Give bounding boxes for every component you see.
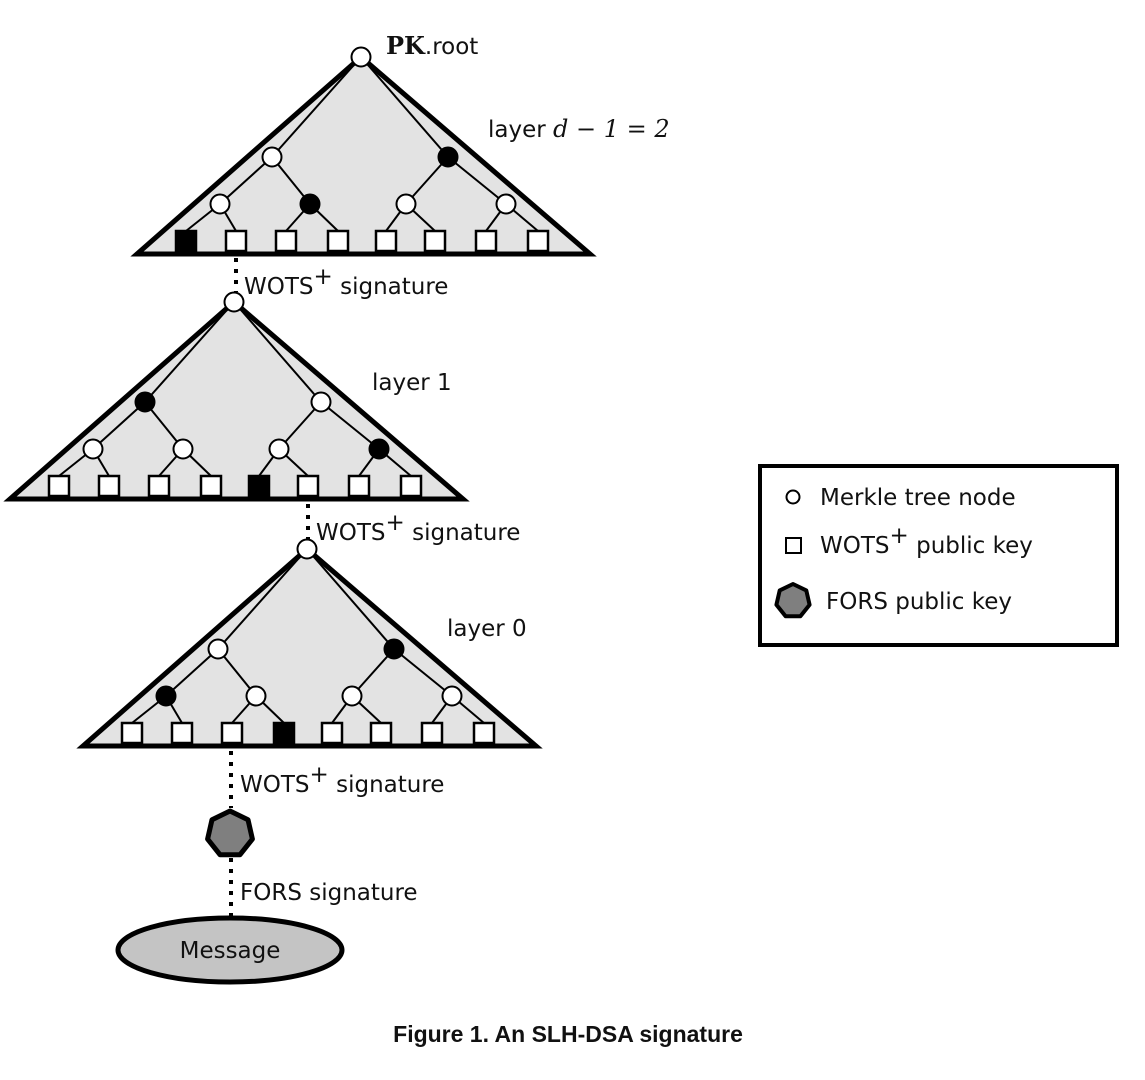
wots-public-key	[420, 721, 444, 745]
legend-item-merkle: Merkle tree node	[820, 485, 1016, 511]
wots-public-key	[220, 721, 244, 745]
wots-public-key	[326, 229, 350, 253]
tree-edge	[217, 548, 308, 650]
wots-public-key	[399, 474, 423, 498]
tree-edge	[144, 301, 235, 403]
wots-public-key	[526, 229, 550, 253]
wots-public-key-highlighted	[174, 229, 198, 253]
pk-label: PK	[386, 31, 426, 60]
root-label: .root	[425, 34, 478, 60]
wots-public-key	[374, 229, 398, 253]
connectors	[229, 258, 310, 918]
legend-item-fors: FORS public key	[826, 589, 1012, 615]
wots-signature-label-1: WOTS+ signature	[244, 264, 448, 300]
tree-edge	[320, 401, 380, 450]
merkle-node-auth-path	[155, 685, 177, 707]
pk-root-label: PK.root	[386, 31, 478, 60]
square-icon	[785, 537, 802, 554]
merkle-node	[268, 438, 290, 460]
tree-edge	[306, 548, 395, 650]
wots-public-key	[347, 474, 371, 498]
message-ellipse	[115, 915, 345, 985]
tree-outline	[3, 298, 470, 502]
tree-edge	[447, 156, 507, 205]
merkle-node	[207, 638, 229, 660]
merkle-tree-layer-2	[130, 46, 597, 257]
wots-public-key	[147, 474, 171, 498]
wots-public-key	[369, 721, 393, 745]
merkle-root-node	[296, 538, 318, 560]
merkle-node	[441, 685, 463, 707]
layer-2-label: layer d − 1 = 2	[488, 115, 670, 143]
tree-edge	[219, 156, 273, 205]
figure-caption: Figure 1. An SLH-DSA signature	[393, 1021, 743, 1047]
tree-edge	[92, 401, 146, 450]
wots-public-key	[274, 229, 298, 253]
tree-edge	[278, 401, 322, 450]
wots-signature-label-3: WOTS+ signature	[240, 762, 444, 798]
merkle-node	[310, 391, 332, 413]
fors-public-key-icon	[205, 808, 255, 858]
heptagon-icon	[774, 582, 812, 619]
merkle-node	[261, 146, 283, 168]
layer-0-label: layer 0	[447, 616, 527, 642]
wots-public-key-highlighted	[272, 721, 296, 745]
wots-public-key	[170, 721, 194, 745]
merkle-node-auth-path	[383, 638, 405, 660]
wots-public-key	[120, 721, 144, 745]
merkle-tree-layer-1	[3, 291, 470, 502]
merkle-node	[245, 685, 267, 707]
wots-public-key	[199, 474, 223, 498]
merkle-tree-layer-0	[76, 538, 543, 749]
wots-signature-label-2: WOTS+ signature	[316, 510, 520, 546]
wots-public-key	[423, 229, 447, 253]
tree-edge	[351, 648, 395, 697]
tree-edge	[233, 301, 322, 403]
tree-edge	[393, 648, 453, 697]
wots-public-key	[47, 474, 71, 498]
legend: Merkle tree node WOTS+ public key FORS p…	[758, 464, 1119, 647]
tree-edge	[271, 56, 362, 158]
circle-icon	[785, 489, 801, 505]
wots-public-key	[320, 721, 344, 745]
tree-edge	[360, 56, 449, 158]
merkle-node-auth-path	[368, 438, 390, 460]
merkle-node	[82, 438, 104, 460]
message-label: Message	[180, 938, 281, 964]
hypertree	[3, 46, 597, 749]
wots-public-key	[296, 474, 320, 498]
wots-public-key-highlighted	[247, 474, 271, 498]
tree-edge	[405, 156, 449, 205]
merkle-root-node	[223, 291, 245, 313]
wots-public-key	[97, 474, 121, 498]
merkle-node-auth-path	[134, 391, 156, 413]
legend-item-wots: WOTS+ public key	[820, 523, 1033, 559]
tree-outline	[76, 545, 543, 749]
layer-1-label: layer 1	[372, 370, 452, 396]
wots-public-key	[472, 721, 496, 745]
fors-signature-label: FORS signature	[240, 880, 418, 906]
tree-outline	[130, 53, 597, 257]
merkle-node	[495, 193, 517, 215]
wots-public-key	[474, 229, 498, 253]
merkle-root-node	[350, 46, 372, 68]
layer-2-math: d − 1 = 2	[553, 115, 670, 143]
merkle-node-auth-path	[299, 193, 321, 215]
merkle-node	[172, 438, 194, 460]
merkle-node	[209, 193, 231, 215]
merkle-node	[395, 193, 417, 215]
wots-public-key	[224, 229, 248, 253]
merkle-node	[341, 685, 363, 707]
layer-2-text: layer	[488, 117, 553, 143]
tree-edge	[165, 648, 219, 697]
legend-box	[758, 464, 1119, 647]
merkle-node-auth-path	[437, 146, 459, 168]
